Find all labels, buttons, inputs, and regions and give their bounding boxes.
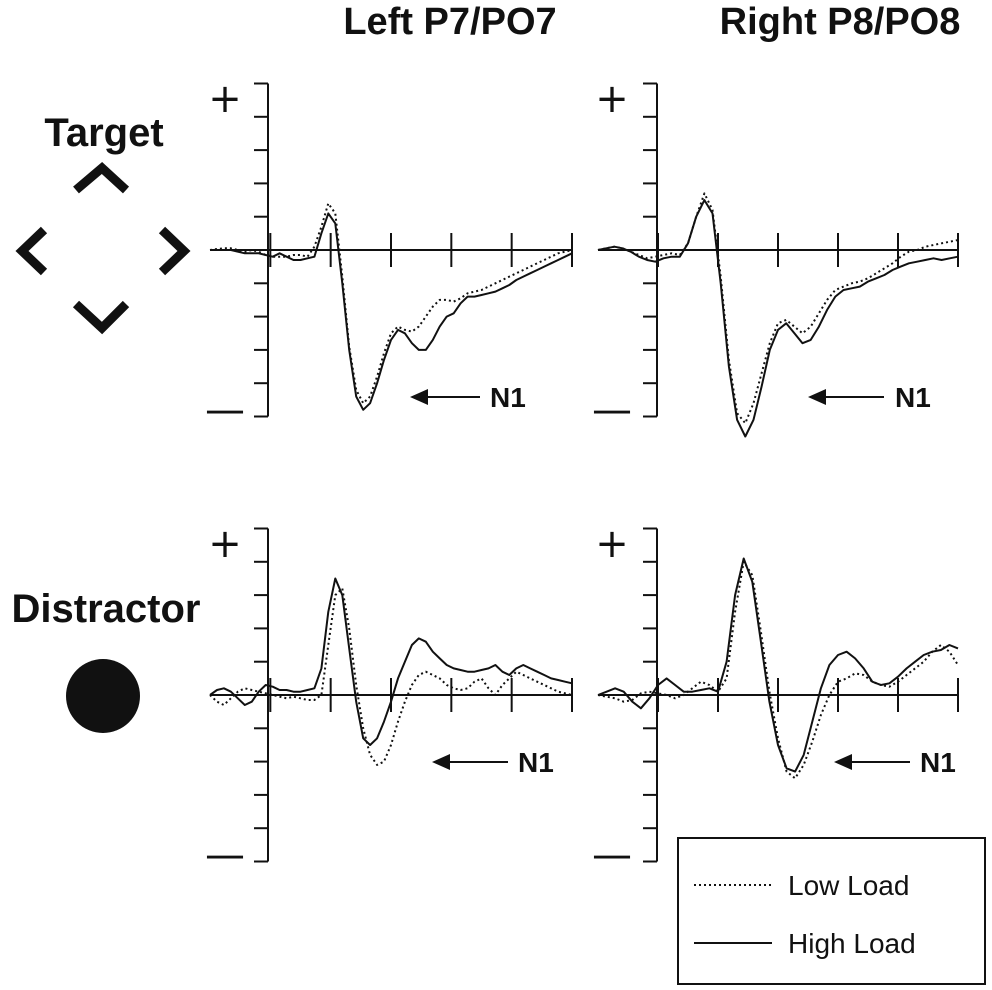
waveform-high-load (597, 557, 959, 773)
legend: Low Load High Load (677, 837, 986, 985)
row-title-distractor: Distractor (12, 587, 201, 631)
waveform-high-load (597, 199, 959, 438)
erp-panel-distractor-right: + — N1 (592, 521, 959, 878)
y-sign-positive: + (595, 521, 629, 567)
y-sign-positive: + (208, 76, 242, 122)
bracket-bottom (72, 300, 130, 335)
waveform-low-load (209, 587, 573, 766)
column-title-left: Left P7/PO7 (343, 1, 556, 43)
column-title-right: Right P8/PO8 (720, 1, 961, 43)
n1-label: N1 (895, 382, 931, 413)
erp-panel-target-left: + — N1 (205, 76, 573, 433)
waveform-low-load (597, 560, 959, 780)
n1-arrow-head (834, 754, 852, 770)
n1-label: N1 (518, 747, 554, 778)
n1-label: N1 (490, 382, 526, 413)
y-sign-negative: — (592, 832, 632, 878)
y-sign-negative: — (205, 832, 245, 878)
legend-label-low-load: Low Load (788, 870, 909, 901)
row-title-target: Target (44, 111, 163, 155)
n1-arrow-head (432, 754, 450, 770)
y-sign-positive: + (595, 76, 629, 122)
n1-arrow-head (808, 389, 826, 405)
legend-label-high-load: High Load (788, 928, 916, 959)
n1-label: N1 (920, 747, 956, 778)
legend-box (677, 837, 986, 985)
y-sign-negative: — (205, 387, 245, 433)
waveform-high-load (210, 212, 573, 411)
bracket-top (73, 162, 130, 194)
n1-arrow-head (410, 389, 428, 405)
y-sign-positive: + (208, 521, 242, 567)
waveform-high-load (209, 577, 573, 746)
y-sign-negative: — (592, 387, 632, 433)
bracket-right (158, 226, 191, 276)
filled-circle-icon (66, 659, 140, 733)
bracket-diamond-icon (15, 162, 191, 335)
erp-panels: + — N1 + — N1 + — N1 + — N1 (205, 76, 959, 878)
erp-panel-distractor-left: + — N1 (205, 521, 573, 878)
erp-panel-target-right: + — N1 (592, 76, 959, 438)
bracket-left (15, 226, 48, 276)
